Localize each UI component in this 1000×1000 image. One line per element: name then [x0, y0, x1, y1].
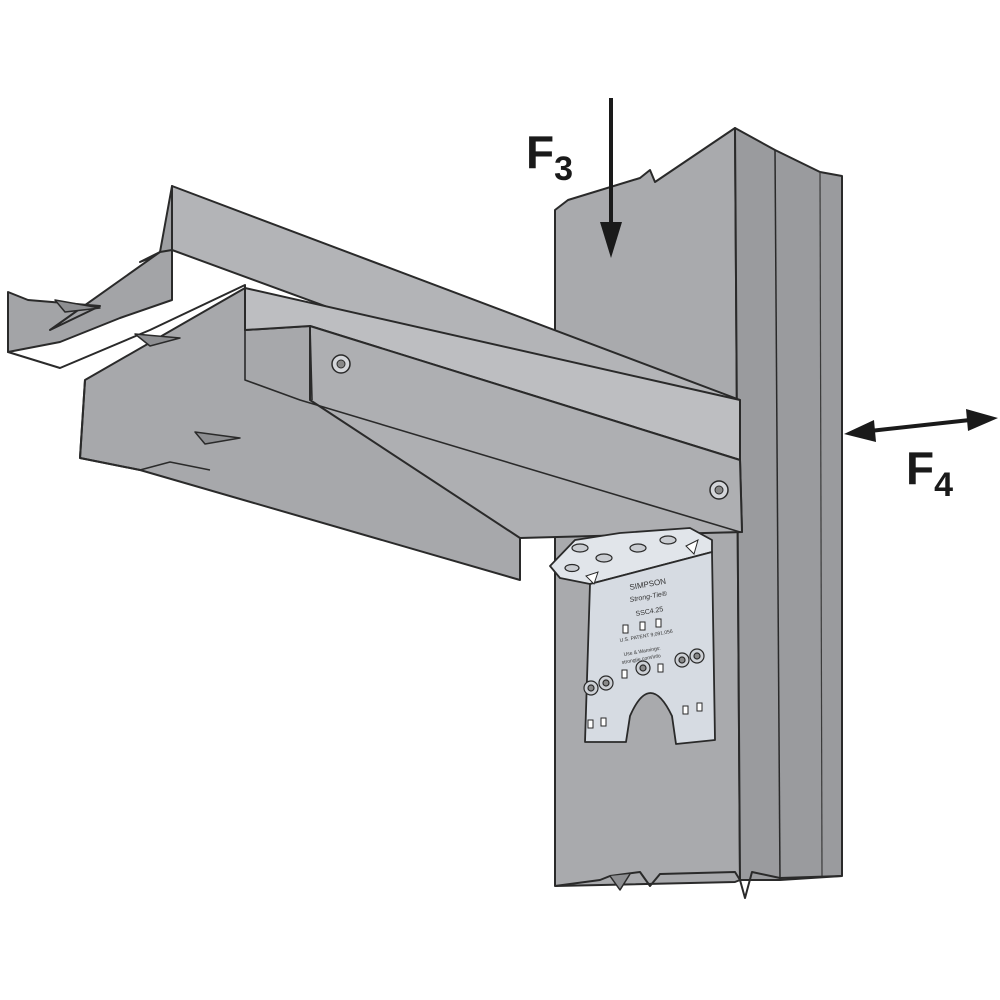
bracket-vertical-plate: [584, 551, 716, 745]
bracket-top-screws: [564, 535, 677, 573]
force-arrow-f4: [844, 409, 998, 442]
label-f3-main: F: [526, 126, 554, 178]
bracket-slots: [587, 618, 703, 729]
stud-bottom-cut: [554, 871, 843, 899]
stud-side-face: [734, 127, 843, 881]
bracket-model: SSC4.25: [635, 606, 664, 618]
label-f4-sub: 4: [934, 466, 953, 504]
label-f4-main: F: [906, 442, 934, 494]
stud-lip: [774, 149, 781, 881]
label-f4: F4: [906, 442, 953, 504]
horizontal-joist: [7, 185, 743, 581]
force-arrow-f3: [600, 98, 622, 258]
joist-screw-top: [331, 354, 351, 374]
ssc-bracket: SIMPSON Strong-Tie® SSC4.25 U.S. PATENT …: [549, 527, 716, 745]
joist-screw-bottom: [709, 480, 729, 500]
bracket-plate-screws: [583, 648, 705, 696]
label-f3-sub: 3: [554, 150, 573, 188]
label-f3: F3: [526, 126, 573, 188]
